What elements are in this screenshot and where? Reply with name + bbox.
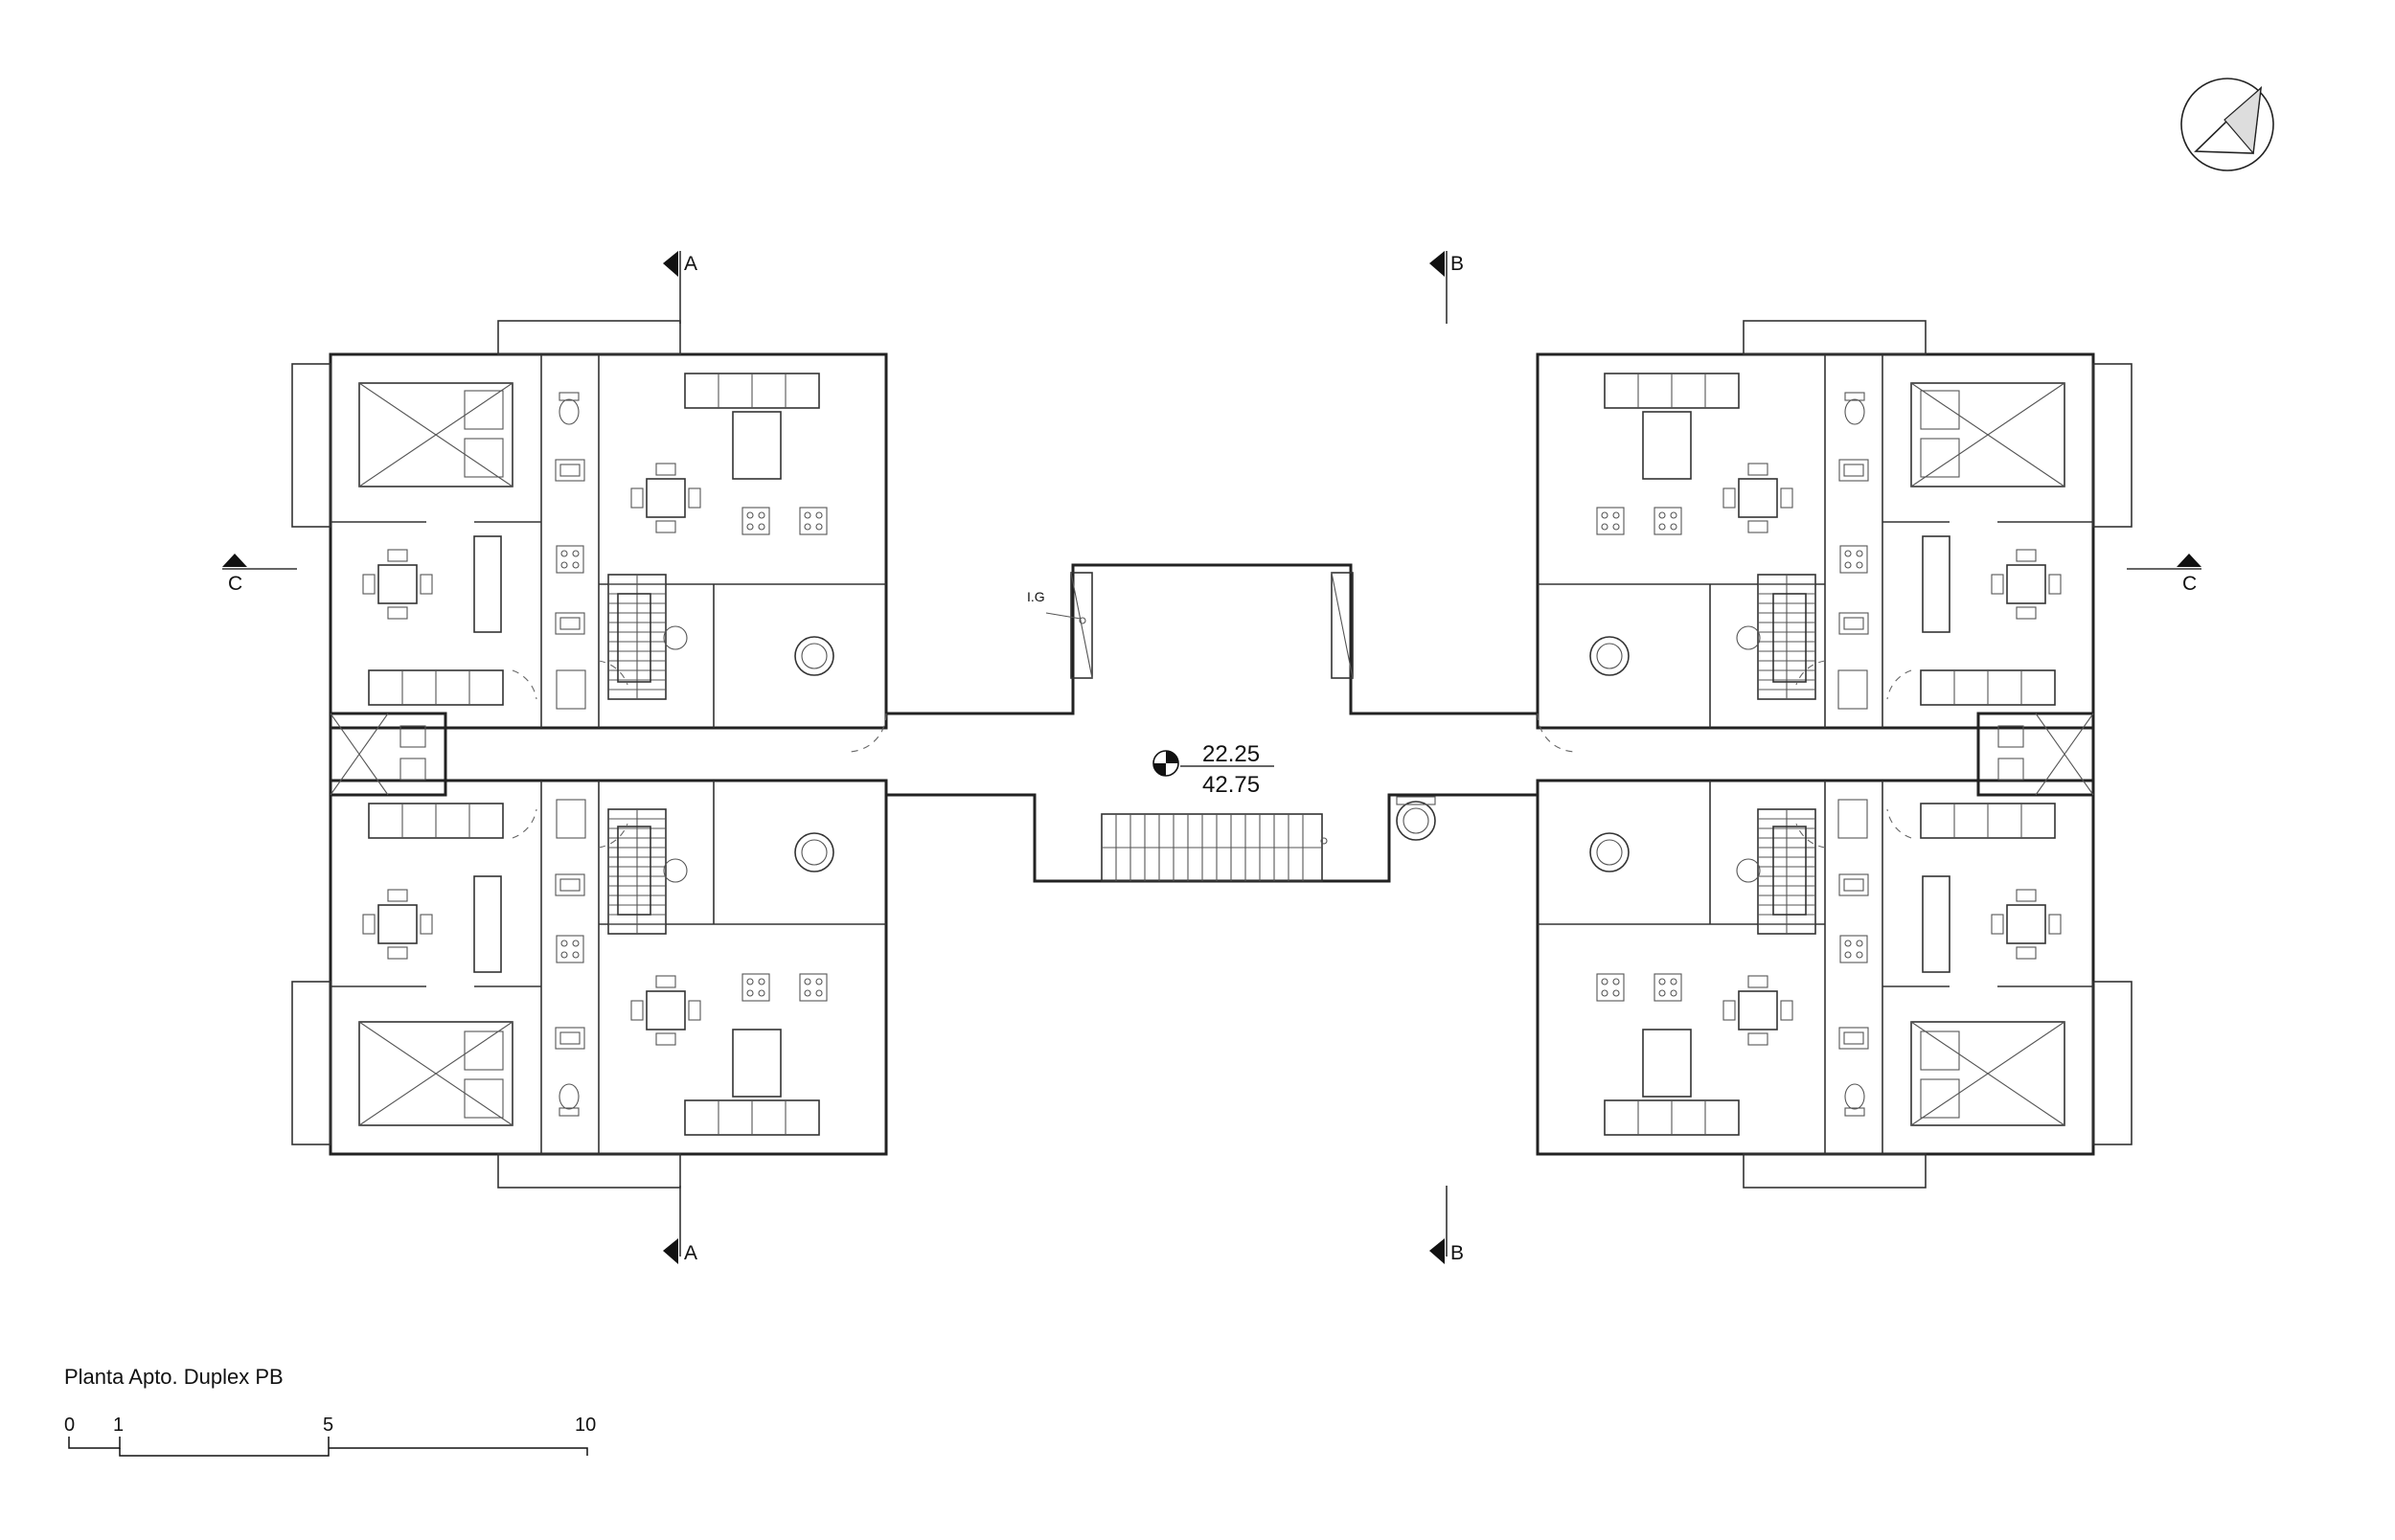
section-arrow-icon [222,554,247,567]
drawing-title: Planta Apto. Duplex PB [64,1365,284,1389]
section-marker-b-bottom: B [1429,1186,1464,1264]
svg-text:B: B [1450,1242,1464,1264]
north-arrow-icon [2180,78,2274,171]
central-corridor [847,563,1577,883]
scale-bar: 0 1 5 10 [64,1415,596,1457]
scale-tick-5: 5 [323,1415,333,1436]
gas-meter-label: I.G [1027,589,1045,604]
unit-top-right [1538,321,2132,728]
section-marker-b-top: B [1429,251,1464,324]
scale-tick-1: 1 [113,1415,124,1436]
section-arrow-icon [663,1238,678,1264]
elevation-upper: 22.25 [1202,741,1260,767]
unit-top-left [292,321,886,728]
scale-tick-10: 10 [575,1415,596,1436]
section-arrow-icon [1429,251,1445,277]
svg-text:B: B [1450,253,1464,275]
column-round [1396,796,1436,841]
elevation-marker: 22.25 42.75 [1152,741,1274,798]
section-marker-c-right: C [2127,554,2201,595]
elevation-lower: 42.75 [1202,772,1260,798]
unit-bottom-right [1538,781,2132,1188]
svg-text:A: A [684,253,697,275]
svg-text:C: C [2182,573,2197,595]
unit-bottom-left [292,781,886,1188]
section-arrow-icon [663,251,678,277]
section-arrow-icon [2177,554,2201,567]
section-marker-c-left: C [222,554,297,595]
svg-text:C: C [228,573,242,595]
section-marker-a-bottom: A [663,1186,697,1264]
service-shafts [329,712,2095,797]
scale-tick-0: 0 [64,1415,75,1436]
svg-text:A: A [684,1242,697,1264]
common-stair [1101,813,1328,882]
section-arrow-icon [1429,1238,1445,1264]
section-marker-a-top: A [663,251,697,324]
level-icon [1152,750,1179,777]
